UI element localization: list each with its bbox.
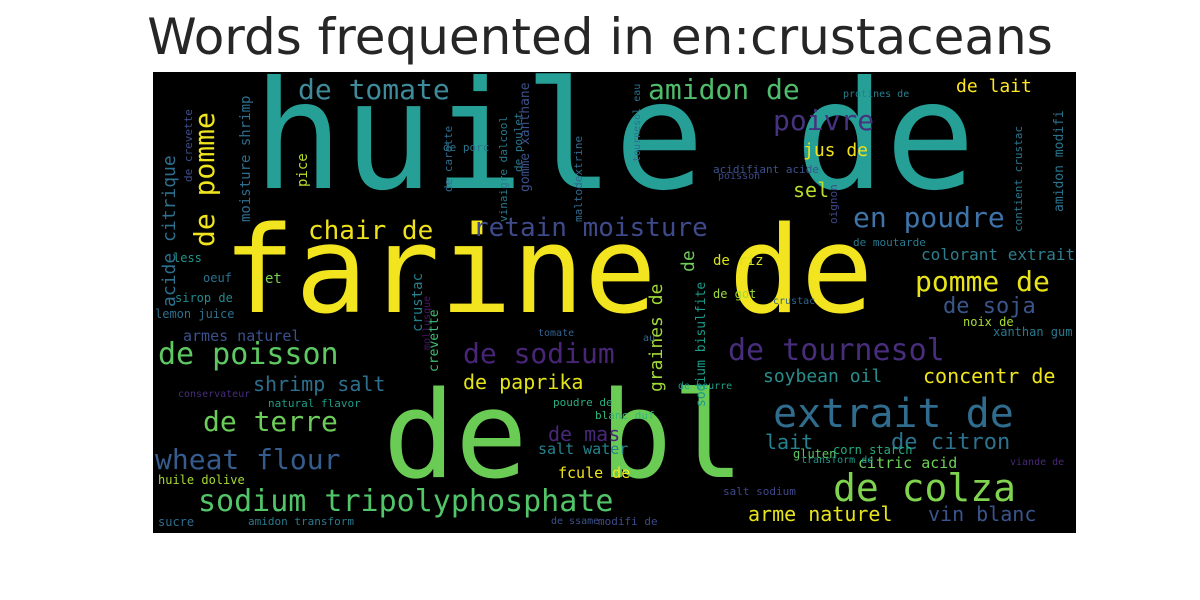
cloud-word: de tournesol [728,333,945,368]
cloud-word: de carotte [442,125,455,192]
cloud-word: retain moisture [473,213,708,243]
cloud-word: de tomate [298,73,450,106]
chart-title: Words frequented in en:crustaceans [147,8,1053,66]
cloud-word: poudre de [553,396,613,409]
cloud-word: en poudre [853,201,1005,234]
cloud-word: vinaigre dalcool [497,116,510,222]
cloud-word: de got [713,287,757,301]
cloud-word: tomate [538,328,575,339]
cloud-word: arme naturel [748,502,893,526]
cloud-word: huile de [253,72,976,224]
cloud-word: viande de [1010,457,1065,468]
cloud-word: moisture shrimp [238,95,254,222]
cloud-word: mollusque [422,295,433,350]
cloud-word: de bl [383,367,745,506]
cloud-word: de terre [203,405,338,438]
cloud-word: acidifiant acide [713,163,819,176]
cloud-word: protines de [843,89,910,100]
cloud-word: modifi de [598,515,658,528]
cloud-word: soybean oil [763,366,883,387]
cloud-word: acide citrique [159,155,180,307]
cloud-word: au [643,333,656,344]
cloud-word: oignon [827,184,840,224]
cloud-word: de pomme [188,112,221,247]
cloud-word: amidon transform [248,515,354,528]
cloud-word: huile dolive [158,473,245,487]
cloud-word: de beurre [678,381,733,392]
cloud-word: blanc duf [595,409,655,422]
cloud-word: vin blanc [928,502,1037,526]
cloud-word: pice [295,153,311,187]
cloud-word: lemon juice [155,307,235,321]
cloud-word: sel [793,178,830,202]
cloud-word: de colza [833,466,1017,510]
cloud-word: de riz [713,253,764,269]
cloud-word: salt water [538,440,629,458]
cloud-word: de crevette [182,109,195,182]
cloud-word: de citron [891,430,1011,455]
cloud-word: de poulet [512,112,525,172]
cloud-word: de porc [443,141,490,154]
cloud-word: transform de [801,455,874,466]
cloud-word: de poisson [158,337,339,372]
cloud-word: de soja [943,294,1036,319]
cloud-word: conservateur [178,389,251,400]
cloud-word: de paprika [463,370,584,394]
cloud-word: xanthan gum [993,325,1073,339]
cloud-word: crustac [773,296,816,307]
cloud-word: noix de [963,315,1014,329]
cloud-word: amidon modifi [1052,110,1067,212]
cloud-word: pomme de [915,265,1050,298]
cloud-word: poisson [718,171,761,182]
cloud-word: shrimp salt [253,372,386,396]
cloud-word: salt sodium [723,485,796,498]
cloud-word: extrait de [773,391,1014,437]
cloud-word: sucre [158,515,195,529]
cloud-word: armes naturel [183,327,301,345]
cloud-word: chair de [308,216,434,246]
cloud-word: de [678,250,699,272]
cloud-word: lait [765,430,814,454]
cloud-word: gluten [793,447,837,461]
cloud-word: colorant extrait [921,245,1076,264]
cloud-word: amidon de [648,73,800,106]
cloud-word: contient crustac [1012,126,1025,232]
cloud-word: farine de [223,202,874,341]
cloud-word: tournesol eau [632,83,643,162]
cloud-word: sirop de [175,291,233,305]
cloud-word: concentr de [923,364,1056,388]
cloud-word: corn starch [833,443,913,457]
cloud-word: de ssame [551,516,600,527]
cloud-word: sodium tripolyphosphate [198,484,614,519]
cloud-word: de mas [548,422,621,446]
cloud-word: oeuf [203,271,232,285]
cloud-word: fcule de [558,464,631,482]
cloud-word: natural flavor [268,397,361,410]
cloud-word: maltodextrine [572,135,585,222]
cloud-word: citric acid [858,454,958,472]
cloud-word: wheat flour [155,443,341,476]
cloud-word: poivre [773,104,875,137]
cloud-word: less [173,251,202,265]
cloud-word: de sodium [463,337,615,370]
cloud-word: de moutarde [853,236,926,249]
cloud-word: de lait [956,76,1032,97]
cloud-word: jus de [803,140,869,161]
cloud-word: et [265,271,282,287]
